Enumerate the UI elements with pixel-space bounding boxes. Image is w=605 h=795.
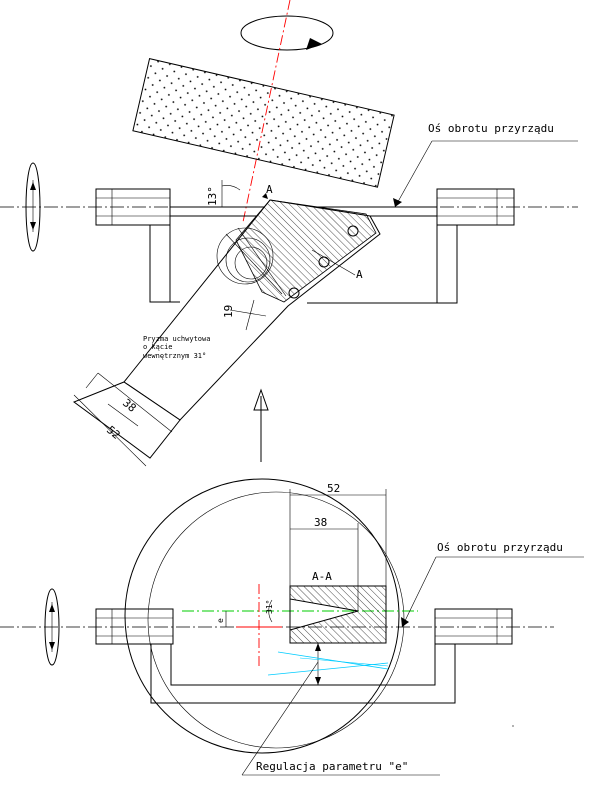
grinding-wheel xyxy=(132,58,395,188)
svg-text:19: 19 xyxy=(222,305,235,318)
dimension-31: 31° xyxy=(265,600,274,623)
section-view: A-A 52 38 31° e xyxy=(0,478,584,776)
svg-text:52: 52 xyxy=(327,482,340,495)
svg-text:38: 38 xyxy=(314,516,327,529)
dimension-52-bottom: 52 xyxy=(289,482,387,586)
bottom-left-rotation-symbol xyxy=(44,588,60,666)
bottom-right-bearing xyxy=(434,608,513,645)
tilt-angle-dimension: 13° xyxy=(206,180,241,207)
top-axis-callout: Oś obrotu przyrządu xyxy=(393,122,578,208)
dimension-19: 19 xyxy=(222,299,267,331)
section-title: A-A xyxy=(312,570,332,583)
prism-holder xyxy=(72,199,381,459)
section-a-a-block xyxy=(289,585,387,644)
regulation-callout: Regulacja parametru "e" xyxy=(241,661,440,776)
dimension-38-bottom: 38 xyxy=(290,516,359,586)
svg-text:Oś obrotu przyrządu: Oś obrotu przyrządu xyxy=(437,541,563,554)
top-view: 13° A A 19 Pryzma uchwytowa o kącie wewn… xyxy=(0,0,578,467)
svg-text:wewnętrznym 31°: wewnętrznym 31° xyxy=(143,352,206,360)
prism-label: Pryzma uchwytowa o kącie wewnętrznym 31° xyxy=(143,335,210,360)
top-rotation-arrow xyxy=(240,15,334,51)
cyan-adjustment-lines xyxy=(267,651,389,676)
svg-text:Oś obrotu przyrządu: Oś obrotu przyrządu xyxy=(428,122,554,135)
wheel-circle-outer xyxy=(124,478,400,754)
svg-text:o kącie: o kącie xyxy=(143,343,173,351)
regulation-arrow xyxy=(315,643,321,685)
bottom-left-bearing xyxy=(95,608,174,645)
svg-text:e: e xyxy=(216,618,225,623)
wheel-center-cross xyxy=(236,584,282,667)
bottom-axis-callout: Oś obrotu przyrządu xyxy=(401,541,584,628)
svg-text:31°: 31° xyxy=(265,600,274,614)
svg-text:Regulacja parametru "e": Regulacja parametru "e" xyxy=(256,760,408,773)
view-direction-arrow xyxy=(253,388,269,462)
section-mark-a-top: A xyxy=(266,183,273,196)
bottom-fixture-frame xyxy=(150,644,456,704)
svg-text:13°: 13° xyxy=(206,186,219,206)
svg-text:Pryzma uchwytowa: Pryzma uchwytowa xyxy=(143,335,210,343)
section-mark-a-side: A xyxy=(356,268,363,281)
dimension-e: e xyxy=(216,611,227,627)
top-left-rotation-symbol xyxy=(25,162,41,252)
